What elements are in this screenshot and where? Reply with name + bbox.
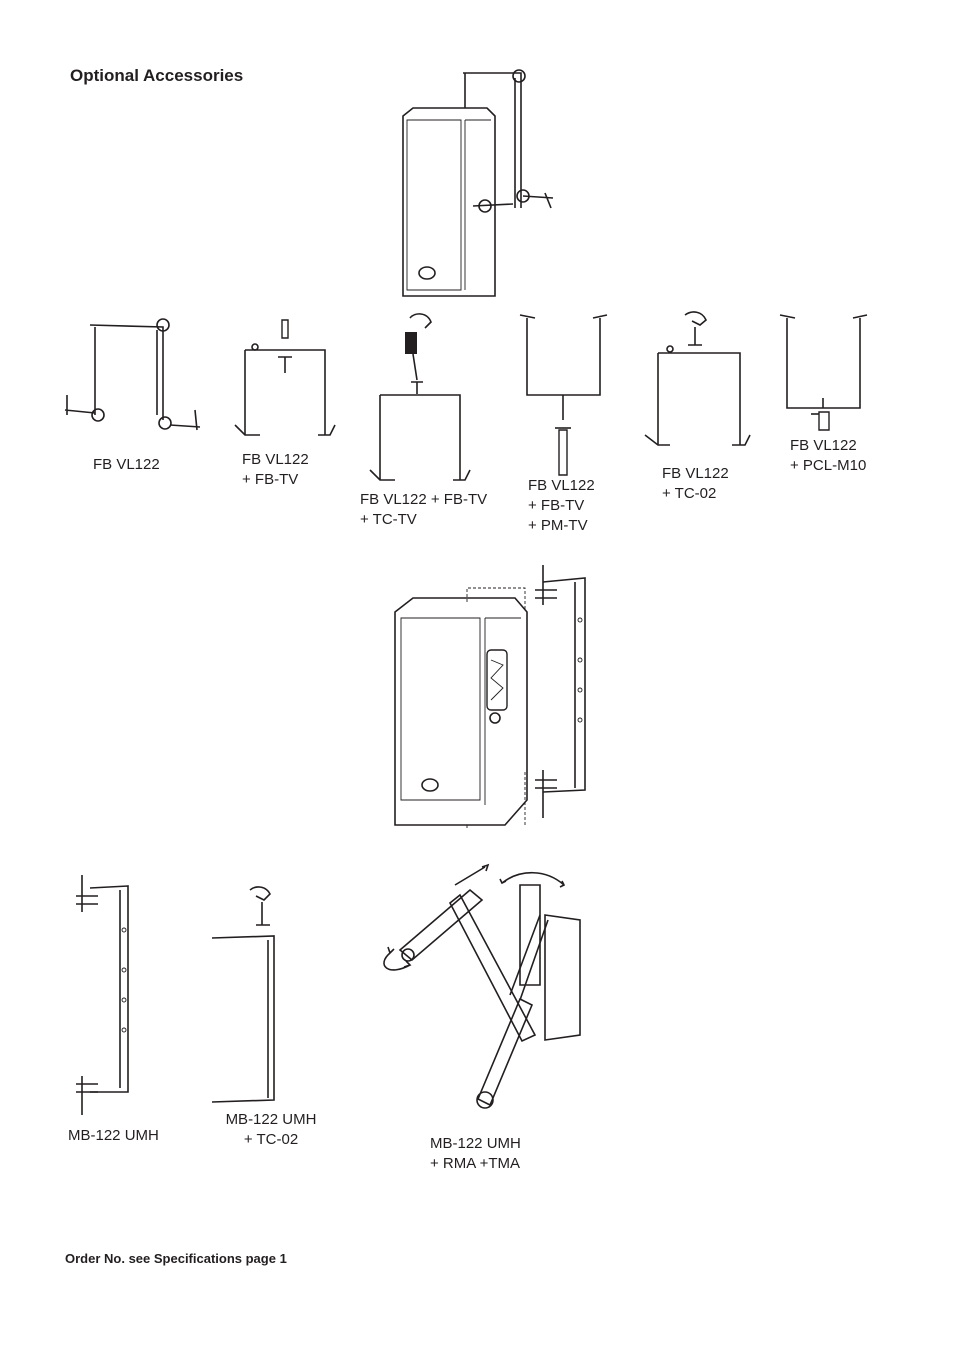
caption-fb-vl122-pcl-m10: FB VL122 + PCL-M10 (790, 437, 867, 474)
caption-fb-vl122-fb-tv: FB VL122 + FB-TV (242, 451, 309, 488)
caption-fb-vl122-fb-tv-pm-tv: FB VL122 + FB-TV + PM-TV (528, 477, 595, 534)
caption-mb-122-umh-rma-tma: MB-122 UMH + RMA +TMA (430, 1135, 521, 1172)
fb-vl122-tc-02-bracket-illustration (640, 305, 760, 455)
mb-122-umh-bracket-illustration (70, 870, 140, 1120)
fb-vl122-fb-tv-pm-tv-bracket-illustration (515, 310, 615, 480)
mb-122-umh-rma-tma-bracket-illustration (370, 855, 610, 1120)
caption-fb-vl122: FB VL122 (93, 456, 160, 473)
caption-fb-vl122-tc-02: FB VL122 + TC-02 (662, 465, 729, 502)
page-footer: Order No. see Specifications page 1 (65, 1251, 287, 1266)
fb-vl122-fb-tv-bracket-illustration (230, 315, 340, 445)
mb-122-umh-tc-02-bracket-illustration (210, 880, 290, 1105)
page-title: Optional Accessories (70, 66, 244, 85)
speaker-with-mb-122-umh-bracket-illustration (385, 560, 600, 830)
speaker-vl122-with-flying-bracket-illustration (395, 68, 580, 303)
caption-fb-vl122-fb-tv-tc-tv: FB VL122 + FB-TV + TC-TV (360, 491, 488, 528)
caption-mb-122-umh: MB-122 UMH (68, 1127, 159, 1144)
fb-vl122-pcl-m10-bracket-illustration (775, 310, 885, 440)
fb-vl122-bracket-illustration (55, 315, 205, 435)
caption-mb-122-umh-tc-02: MB-122 UMH + TC-02 (225, 1111, 317, 1148)
fb-vl122-fb-tv-tc-tv-bracket-illustration (365, 310, 485, 490)
